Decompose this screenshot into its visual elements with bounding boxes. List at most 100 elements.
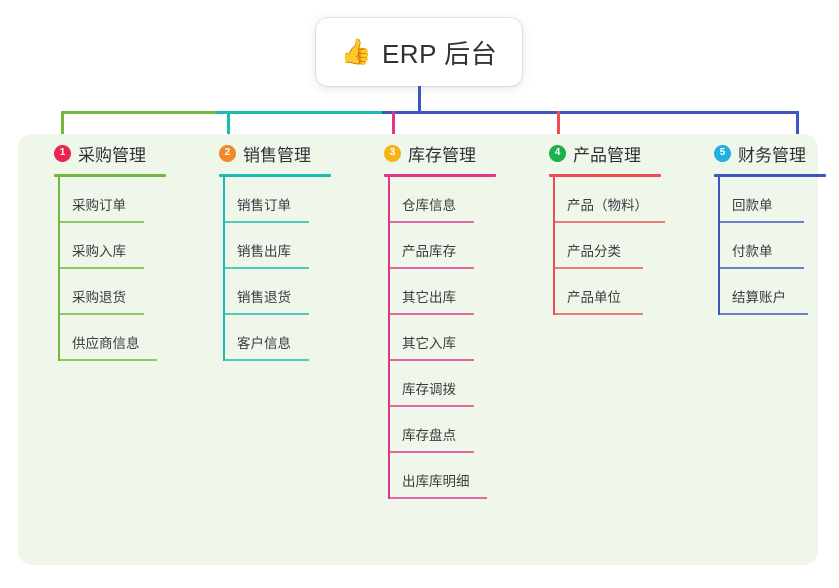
branch-item-rule — [388, 267, 474, 269]
branch-header-rule — [384, 174, 496, 177]
branch-item[interactable]: 仓库信息 — [388, 177, 474, 223]
branch-number-badge: 2 — [219, 144, 236, 162]
branch-item-rule — [388, 497, 487, 499]
branch-item-label: 客户信息 — [237, 336, 291, 351]
branch-item[interactable]: 其它入库 — [388, 315, 474, 361]
branch-item-label: 产品单位 — [567, 290, 621, 305]
branch-column-2: 2 销售管理销售订单销售出库销售退货客户信息 — [201, 140, 331, 361]
branch-item[interactable]: 产品（物料） — [553, 177, 665, 223]
branch-item[interactable]: 产品分类 — [553, 223, 643, 269]
branch-header-1[interactable]: 1 采购管理 — [36, 140, 146, 166]
branch-item-rule — [223, 313, 309, 315]
branch-item-rule — [388, 359, 474, 361]
branch-item-label: 其它出库 — [402, 290, 456, 305]
connector-drop-4 — [557, 111, 560, 149]
branch-item-label: 付款单 — [732, 244, 773, 259]
branch-item[interactable]: 客户信息 — [223, 315, 309, 361]
connector-bus-segment-3 — [382, 111, 797, 114]
branch-header-4[interactable]: 4 产品管理 — [531, 140, 641, 166]
branch-title: 采购管理 — [78, 145, 146, 165]
branch-item-label: 销售退货 — [237, 290, 291, 305]
branch-title: 销售管理 — [243, 145, 311, 165]
branch-item-label: 仓库信息 — [402, 198, 456, 213]
root-node-card[interactable]: 👍 ERP 后台 — [316, 18, 522, 86]
branch-spine — [388, 174, 390, 499]
branch-item-label: 产品库存 — [402, 244, 456, 259]
branch-item-rule — [718, 313, 808, 315]
branch-item-rule — [223, 221, 309, 223]
branch-item-label: 销售出库 — [237, 244, 291, 259]
branch-number-badge: 1 — [54, 144, 71, 162]
branch-item-label: 产品分类 — [567, 244, 621, 259]
branch-item[interactable]: 采购订单 — [58, 177, 144, 223]
branch-item[interactable]: 采购退货 — [58, 269, 144, 315]
branch-item[interactable]: 产品单位 — [553, 269, 643, 315]
branch-header-2[interactable]: 2 销售管理 — [201, 140, 311, 166]
branch-item-label: 结算账户 — [732, 290, 786, 305]
branch-item[interactable]: 销售退货 — [223, 269, 309, 315]
branch-item-rule — [388, 451, 474, 453]
branch-number-badge: 3 — [384, 144, 401, 162]
branch-item[interactable]: 回款单 — [718, 177, 804, 223]
branch-item[interactable]: 其它出库 — [388, 269, 474, 315]
branch-header-5[interactable]: 5 财务管理 — [696, 140, 806, 166]
connector-drop-1 — [61, 111, 64, 149]
branch-column-5: 5 财务管理回款单付款单结算账户 — [696, 140, 826, 315]
branch-item-rule — [718, 267, 804, 269]
root-node-title: ERP 后台 — [381, 38, 498, 69]
branch-item-rule — [223, 267, 309, 269]
branch-item[interactable]: 销售订单 — [223, 177, 309, 223]
branch-item-label: 供应商信息 — [72, 336, 140, 351]
branch-item-label: 产品（物料） — [567, 198, 648, 213]
thumbs-up-icon: 👍 — [340, 37, 372, 66]
branch-item[interactable]: 销售出库 — [223, 223, 309, 269]
connector-bus-segment-1 — [61, 111, 216, 114]
branch-item[interactable]: 库存盘点 — [388, 407, 474, 453]
branch-item-rule — [58, 221, 144, 223]
branch-item-rule — [553, 267, 643, 269]
branch-header-rule — [219, 174, 331, 177]
branch-header-rule — [54, 174, 166, 177]
branch-item-rule — [58, 359, 157, 361]
connector-root-stem — [418, 86, 421, 112]
branch-number-badge: 4 — [549, 144, 566, 162]
branch-item-label: 出库库明细 — [402, 474, 470, 489]
branch-item[interactable]: 供应商信息 — [58, 315, 157, 361]
branch-item-label: 销售订单 — [237, 198, 291, 213]
branch-column-3: 3 库存管理仓库信息产品库存其它出库其它入库库存调拨库存盘点出库库明细 — [366, 140, 496, 499]
branch-title: 库存管理 — [408, 145, 476, 165]
branch-column-4: 4 产品管理产品（物料） 产品分类产品单位 — [531, 140, 665, 315]
branch-item[interactable]: 出库库明细 — [388, 453, 487, 499]
branch-title: 产品管理 — [573, 145, 641, 165]
branch-item-rule — [58, 313, 144, 315]
branches-panel — [18, 134, 818, 565]
branch-item[interactable]: 采购入库 — [58, 223, 144, 269]
branch-item[interactable]: 付款单 — [718, 223, 804, 269]
branch-header-rule — [714, 174, 826, 177]
branch-spine — [718, 174, 720, 315]
connector-drop-3 — [392, 111, 395, 149]
branch-header-3[interactable]: 3 库存管理 — [366, 140, 476, 166]
connector-drop-2 — [227, 111, 230, 149]
branch-item-rule — [223, 359, 309, 361]
branch-item-label: 库存盘点 — [402, 428, 456, 443]
branch-item-label: 采购订单 — [72, 198, 126, 213]
branch-item-rule — [553, 221, 665, 223]
branch-item-label: 采购入库 — [72, 244, 126, 259]
branch-item-rule — [718, 221, 804, 223]
branch-item-label: 回款单 — [732, 198, 773, 213]
branch-item[interactable]: 库存调拨 — [388, 361, 474, 407]
connector-bus-segment-2 — [216, 111, 382, 114]
branch-number-badge: 5 — [714, 144, 731, 162]
branch-spine — [553, 174, 555, 315]
connector-drop-5 — [796, 111, 799, 149]
branch-title: 财务管理 — [738, 145, 806, 165]
branch-item-rule — [388, 313, 474, 315]
branch-item-label: 库存调拨 — [402, 382, 456, 397]
branch-item[interactable]: 产品库存 — [388, 223, 474, 269]
branch-column-1: 1 采购管理采购订单采购入库采购退货供应商信息 — [36, 140, 166, 361]
branch-item-rule — [388, 221, 474, 223]
branch-item[interactable]: 结算账户 — [718, 269, 808, 315]
branch-item-rule — [553, 313, 643, 315]
